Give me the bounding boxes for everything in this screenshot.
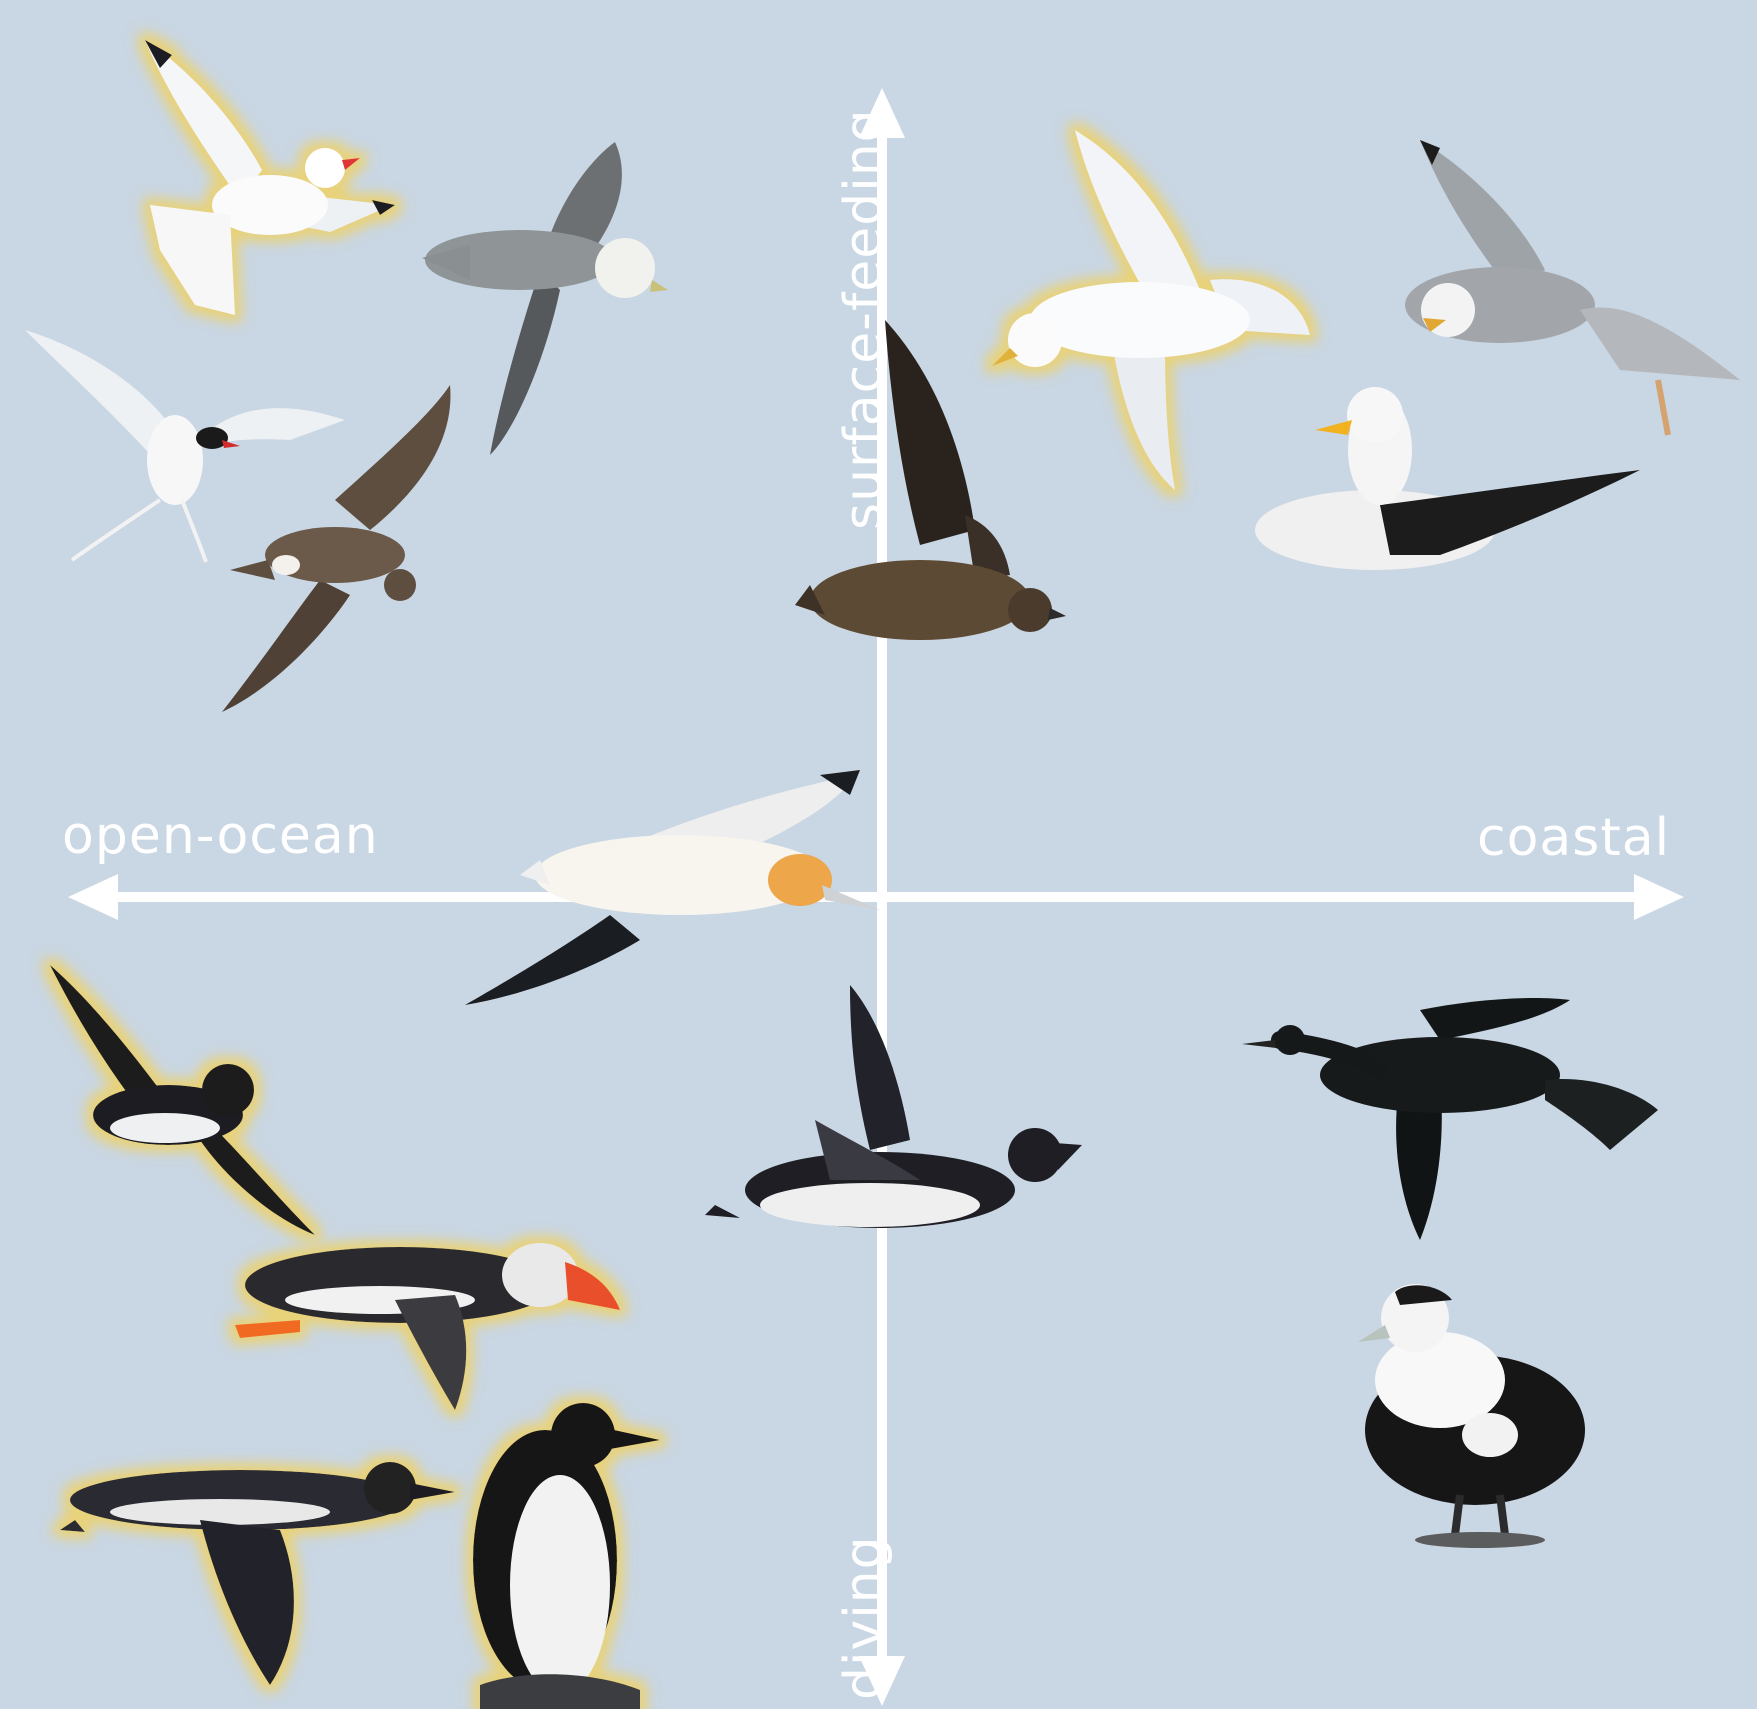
gull-flying-icon: [1405, 140, 1740, 435]
herring-gull-flying-icon: [992, 130, 1310, 490]
gannet-icon: [465, 770, 880, 1005]
razorbill-flying-icon: [60, 1462, 455, 1685]
kittiwake-icon: [145, 40, 395, 315]
puffin-icon: [235, 1243, 620, 1410]
little-auk-icon: [50, 965, 315, 1235]
fulmar-icon: [422, 142, 668, 455]
axis-label-coastal: coastal: [1477, 812, 1670, 864]
shag-icon: [1242, 998, 1658, 1240]
arrow-right-icon: [1634, 874, 1684, 920]
axis-label-diving: diving: [838, 1535, 890, 1700]
razorbill-center-icon: [705, 985, 1082, 1228]
guillemot-icon: [473, 1403, 660, 1709]
eider-icon: [1358, 1284, 1585, 1548]
black-backed-gull-icon: [1255, 387, 1640, 570]
axis-label-open-ocean: open-ocean: [62, 810, 379, 862]
arrow-left-icon: [68, 874, 118, 920]
tern-icon: [25, 330, 345, 562]
axis-label-surface-feeding: surface-feeding: [838, 108, 890, 530]
